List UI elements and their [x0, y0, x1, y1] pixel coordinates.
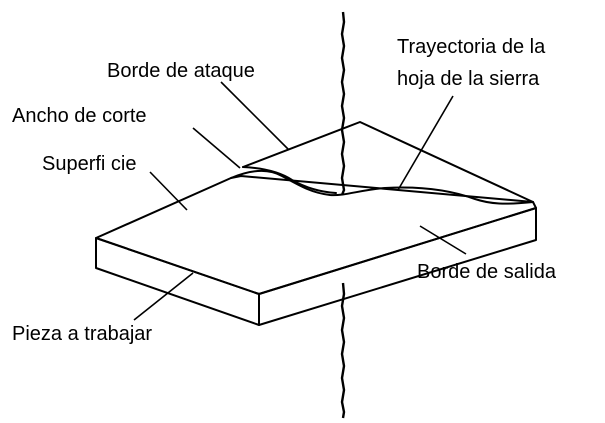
saw-blade-line-lower: [340, 282, 346, 419]
workpiece-rear-block: [242, 121, 534, 203]
kerf-curve-inner: [242, 166, 337, 194]
label-trayectoria-line2: hoja de la sierra: [397, 68, 540, 90]
leader-borde-salida: [419, 225, 467, 255]
label-trayectoria-line1: Trayectoria de la: [397, 36, 546, 58]
leader-ancho-corte: [192, 127, 241, 169]
workpiece-side-face: [258, 207, 537, 326]
leader-superficie: [149, 171, 188, 211]
label-superficie: Superfi cie: [42, 153, 137, 175]
leader-trayectoria: [397, 95, 454, 191]
label-borde-ataque: Borde de ataque: [107, 60, 255, 82]
workpiece-front-face: [95, 237, 260, 326]
kerf-curve: [230, 170, 534, 205]
label-ancho-corte: Ancho de corte: [12, 105, 147, 127]
saw-blade-line-upper: [340, 11, 346, 196]
leader-pieza: [133, 272, 194, 321]
label-pieza: Pieza a trabajar: [12, 323, 152, 345]
label-borde-salida: Borde de salida: [417, 261, 557, 283]
leader-borde-ataque: [220, 81, 290, 151]
